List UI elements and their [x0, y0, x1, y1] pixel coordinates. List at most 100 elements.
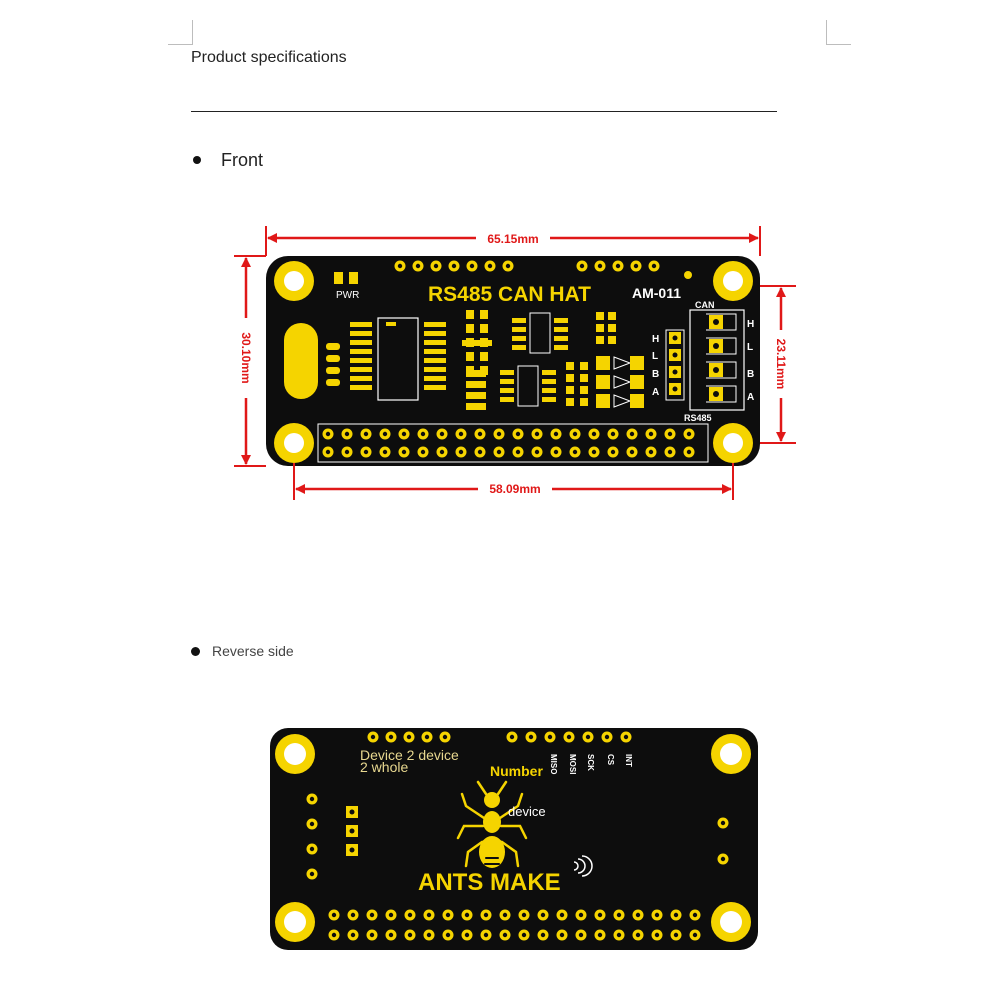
- pad-hole: [648, 449, 654, 455]
- ic-pin: [424, 340, 446, 345]
- pin-label-cs: CS: [606, 754, 615, 766]
- pad-hole: [585, 734, 591, 740]
- pwr-led-pad: [334, 272, 343, 284]
- terminal-outline: [706, 385, 737, 403]
- back-board: Device 2 device 2 whole Number MISO MOSI…: [270, 728, 758, 950]
- ic-pin: [350, 385, 372, 390]
- dim-width-bottom: 58.09mm: [489, 482, 540, 496]
- cap-pad: [326, 379, 340, 386]
- cap-pad: [326, 343, 340, 350]
- pad-hole: [654, 932, 660, 938]
- pad-hole: [350, 912, 356, 918]
- front-heading: Front: [221, 150, 264, 170]
- pad-hole: [382, 449, 388, 455]
- pad-hole: [458, 449, 464, 455]
- diode-pad: [596, 356, 610, 370]
- page-corner-mark-left: [168, 20, 193, 45]
- smd-pad: [608, 336, 616, 344]
- dim-height-left: 30.10mm: [239, 332, 253, 383]
- cap-pad: [326, 355, 340, 362]
- pad-hole: [515, 431, 521, 437]
- terminal-label-a: A: [747, 392, 754, 403]
- pad-hole: [369, 912, 375, 918]
- pad-hole: [426, 912, 432, 918]
- back-gpio-pads: [328, 909, 701, 941]
- pad-hole: [309, 796, 315, 802]
- mounting-hole: [274, 261, 314, 301]
- diode-pad: [596, 394, 610, 408]
- pad-hole: [309, 821, 315, 827]
- fiducial: [684, 271, 692, 279]
- pad-hole: [469, 263, 475, 269]
- ic-left: [350, 317, 446, 401]
- pin-label-int: INT: [624, 754, 633, 767]
- device-text-1: Device 2 device: [360, 747, 459, 763]
- pad-hole: [610, 431, 616, 437]
- smd-pad: [566, 386, 574, 394]
- mounting-hole: [274, 423, 314, 463]
- pad-hole: [502, 932, 508, 938]
- pin-label-mosi: MOSI: [568, 754, 577, 774]
- ic-pin: [424, 322, 446, 327]
- ic-pin: [424, 367, 446, 372]
- pad-hole: [487, 263, 493, 269]
- ic-pin: [350, 367, 372, 372]
- pad-hole: [477, 449, 483, 455]
- pad-hole: [572, 431, 578, 437]
- mounting-hole: [713, 423, 753, 463]
- ic-pin: [554, 327, 568, 332]
- pad-hole: [464, 932, 470, 938]
- rs485-label: RS485: [684, 413, 712, 423]
- terminal-hole: [713, 343, 719, 349]
- ic-pin: [512, 345, 526, 350]
- pad-hole: [445, 912, 451, 918]
- gpio-header-pads: [322, 428, 695, 458]
- pad-hole: [673, 932, 679, 938]
- ic-pin: [542, 388, 556, 393]
- terminal-outline: [706, 313, 737, 331]
- pad-hole: [496, 431, 502, 437]
- smd-pad: [466, 403, 486, 410]
- smd-pad: [596, 312, 604, 320]
- pad-hole: [309, 846, 315, 852]
- pad-hole: [483, 932, 489, 938]
- pin-label-sck: SCK: [586, 754, 595, 771]
- pad-hole: [528, 734, 534, 740]
- pad-hole: [553, 449, 559, 455]
- smd-pad: [596, 336, 604, 344]
- pad-hole: [559, 932, 565, 938]
- jumper-hole: [672, 335, 678, 341]
- pad-hole: [597, 932, 603, 938]
- pad-hole: [591, 431, 597, 437]
- pad-hole: [651, 263, 657, 269]
- ic-pin: [350, 349, 372, 354]
- diode-pad: [630, 356, 644, 370]
- pad-hole: [325, 431, 331, 437]
- page-corner-mark-right: [826, 20, 851, 45]
- back-right-pads: [717, 817, 729, 865]
- can-label: CAN: [695, 300, 715, 310]
- pad-hole: [407, 932, 413, 938]
- ic-pin: [554, 318, 568, 323]
- smd-pad: [466, 370, 486, 377]
- mid-components: [462, 310, 644, 410]
- pad-hole: [445, 932, 451, 938]
- pad-hole: [496, 449, 502, 455]
- pad-hole: [397, 263, 403, 269]
- pad-hole: [382, 431, 388, 437]
- jumper-outline: [665, 329, 685, 401]
- pad-hole: [477, 431, 483, 437]
- top-pad-row: [576, 260, 660, 272]
- pad-hole: [610, 449, 616, 455]
- header-label-h: H: [652, 334, 659, 345]
- smd-pad: [608, 312, 616, 320]
- diode-pad: [630, 394, 644, 408]
- ic-pin: [554, 345, 568, 350]
- pad-hole: [407, 912, 413, 918]
- mounting-hole: [275, 734, 315, 774]
- pad-hole: [615, 263, 621, 269]
- jumper-hole: [672, 386, 678, 392]
- pad-hole: [363, 431, 369, 437]
- ic-pin: [350, 376, 372, 381]
